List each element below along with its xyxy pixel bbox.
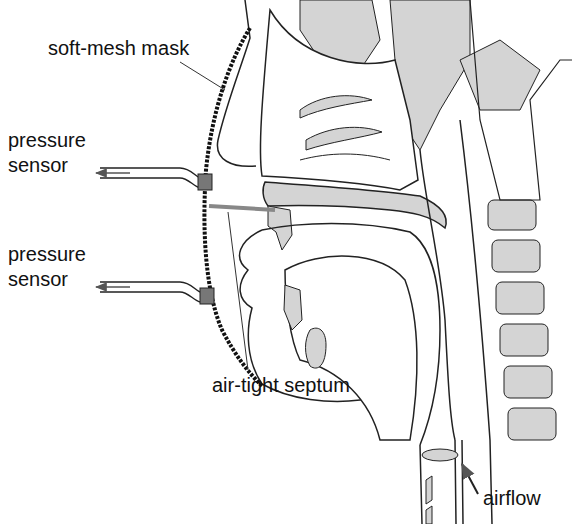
part-label: soft-mesh mask [48, 36, 189, 61]
part-label: pressure sensor [8, 128, 86, 178]
part-label: airflow [483, 486, 541, 511]
part-label: pressure sensor [8, 242, 86, 292]
part-label: air-tight septum [212, 373, 350, 398]
